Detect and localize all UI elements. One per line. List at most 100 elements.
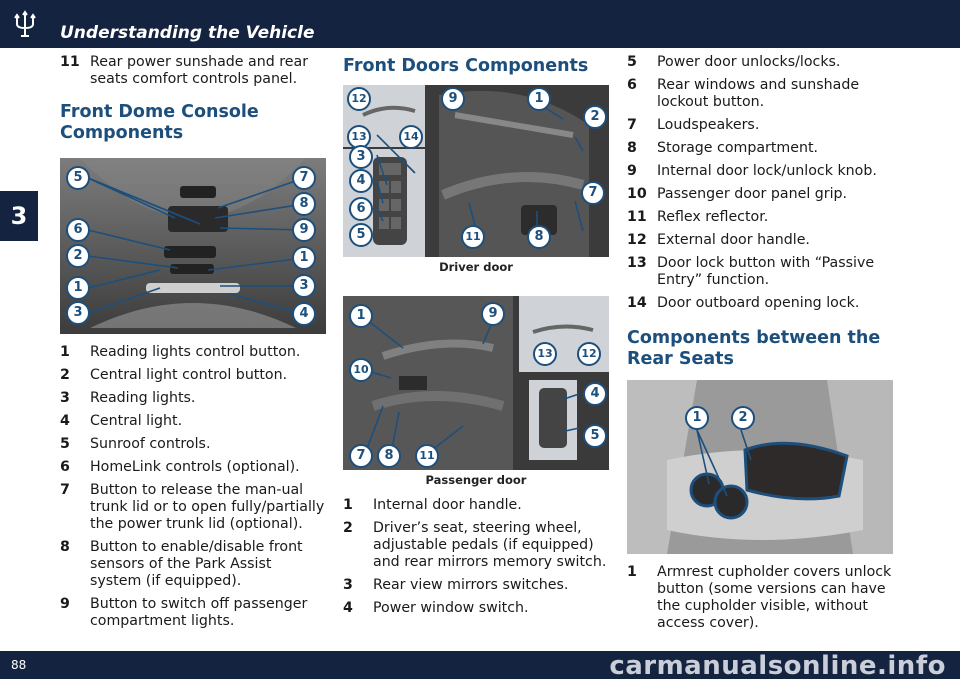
item-text: Reading lights.: [90, 390, 196, 406]
callout-number: 2: [66, 244, 90, 268]
callout-number: 7: [292, 166, 316, 190]
item-number: 2: [60, 367, 70, 383]
item-text: Rear windows and sunshade lockout button…: [657, 77, 860, 110]
callout-number: 4: [349, 169, 373, 193]
item-text: HomeLink controls (optional).: [90, 459, 300, 475]
item-text: Rear power sunshade and rear seats comfo…: [90, 54, 309, 87]
item-number: 8: [60, 539, 70, 555]
list-item: 11 Rear power sunshade and rear seats co…: [60, 54, 326, 88]
callout-number: 2: [583, 105, 607, 129]
item-text: Sunroof controls.: [90, 436, 211, 452]
item-number: 13: [627, 255, 647, 271]
callout-number: 7: [349, 444, 373, 468]
list-item: 6 HomeLink controls (optional).: [60, 459, 326, 476]
trident-logo-icon: [14, 10, 36, 37]
item-number: 2: [343, 520, 353, 536]
list-item: 1 Internal door handle.: [343, 497, 609, 514]
item-text: Reading lights control button.: [90, 344, 301, 360]
callout-number: 5: [583, 424, 607, 448]
item-text: Reflex reflector.: [657, 209, 769, 225]
item-number: 5: [627, 54, 637, 70]
item-text: Power door unlocks/locks.: [657, 54, 841, 70]
item-number: 12: [627, 232, 647, 248]
item-text: Internal door lock/unlock knob.: [657, 163, 877, 179]
item-number: 4: [343, 600, 353, 616]
list-item: 13 Door lock button with “Passive Entry” …: [627, 255, 895, 289]
item-text: Door lock button with “Passive Entry” fu…: [657, 255, 875, 288]
column-3: 5 Power door unlocks/locks. 6 Rear windows …: [627, 54, 895, 638]
column-1: 11 Rear power sunshade and rear seats co…: [60, 54, 326, 636]
callout-number: 11: [415, 444, 439, 468]
item-text: Rear view mirrors switches.: [373, 577, 569, 593]
callout-number: 2: [731, 406, 755, 430]
list-item: 8 Button to enable/disable front sensors …: [60, 539, 326, 590]
item-number: 7: [60, 482, 70, 498]
list-item: 3 Rear view mirrors switches.: [343, 577, 609, 594]
item-number: 6: [627, 77, 637, 93]
item-number: 3: [343, 577, 353, 593]
item-text: Internal door handle.: [373, 497, 522, 513]
callout-number: 8: [377, 444, 401, 468]
item-text: Button to release the man-ual trunk lid …: [90, 482, 325, 532]
item-number: 1: [343, 497, 353, 513]
rear-seats-title: Components between the Rear Seats: [627, 328, 881, 369]
door-component-list: 1 Internal door handle. 2 Driver’s seat, st…: [343, 497, 609, 617]
item-text: Door outboard opening lock.: [657, 295, 860, 311]
page-header: Understanding the Vehicle: [0, 0, 960, 48]
dome-console-title: Front Dome Console Components: [60, 102, 259, 143]
list-item: 6 Rear windows and sunshade lockout butto…: [627, 77, 895, 111]
callout-number: 1: [685, 406, 709, 430]
item-number: 1: [627, 564, 637, 580]
item-number: 6: [60, 459, 70, 475]
callout-number: 5: [66, 166, 90, 190]
item-number: 9: [627, 163, 637, 179]
item-text: Armrest cupholder covers unlock button (…: [657, 564, 892, 631]
passenger-door-caption: Passenger door: [425, 473, 527, 487]
page-header-title: Understanding the Vehicle: [60, 23, 315, 43]
list-item: 7 Button to release the man-ual trunk lid…: [60, 482, 326, 533]
callout-number: 3: [349, 145, 373, 169]
rear-component-list: 1 Armrest cupholder covers unlock button …: [627, 564, 895, 632]
watermark: carmanualsonline.info: [609, 651, 946, 679]
page-number: 88: [11, 658, 27, 672]
callout-number: 1: [66, 276, 90, 300]
item-number: 10: [627, 186, 647, 202]
item-number: 11: [60, 54, 80, 70]
list-item: 1 Armrest cupholder covers unlock button …: [627, 564, 895, 632]
item-text: Power window switch.: [373, 600, 529, 616]
callout-number: 12: [577, 342, 601, 366]
item-text: Central light control button.: [90, 367, 288, 383]
callout-number: 12: [347, 87, 371, 111]
item-text: Driver’s seat, steering wheel, adjustabl…: [373, 520, 607, 570]
callout-number: 10: [349, 358, 373, 382]
callout-number: 9: [292, 218, 316, 242]
item-number: 3: [60, 390, 70, 406]
item-number: 8: [627, 140, 637, 156]
item-text: Storage compartment.: [657, 140, 819, 156]
item-text: Button to enable/disable front sensors o…: [90, 539, 303, 589]
callout-number: 6: [66, 218, 90, 242]
page-footer: 88 carmanualsonline.info: [0, 651, 960, 679]
list-item: 2 Central light control button.: [60, 367, 326, 384]
callout-number: 7: [581, 181, 605, 205]
callout-number: 1: [292, 246, 316, 270]
list-item: 4 Power window switch.: [343, 600, 609, 617]
callout-number: 14: [399, 125, 423, 149]
list-item: 5 Power door unlocks/locks.: [627, 54, 895, 71]
callout-number: 8: [292, 192, 316, 216]
callout-number: 4: [292, 302, 316, 326]
callout-number: 9: [441, 87, 465, 111]
list-item: 3 Reading lights.: [60, 390, 326, 407]
item-text: Passenger door panel grip.: [657, 186, 848, 202]
callout-number: 3: [292, 274, 316, 298]
